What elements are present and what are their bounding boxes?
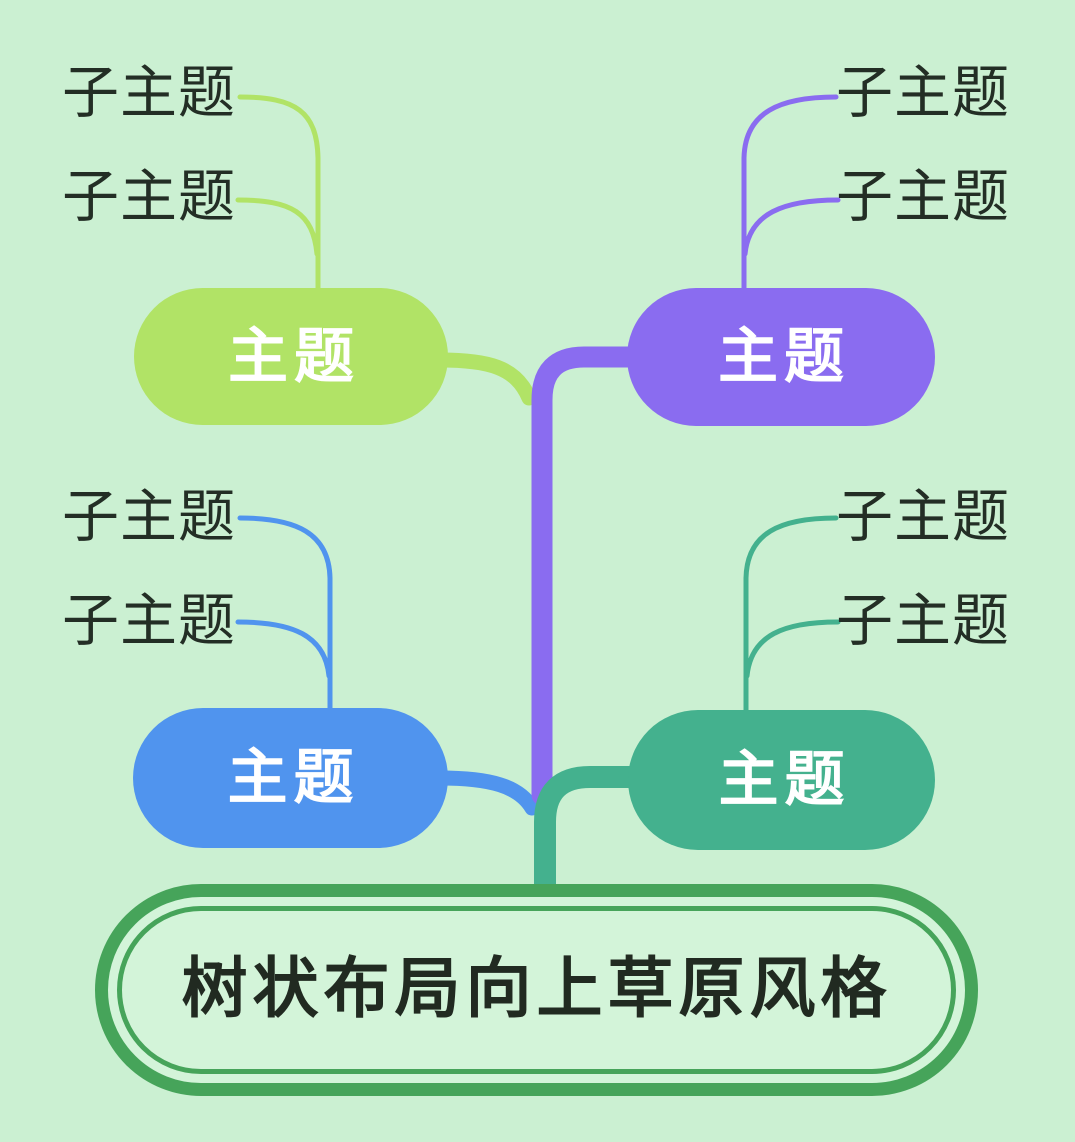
topic-label: 主题	[718, 747, 851, 813]
root-label: 树状布局向上草原风格	[181, 953, 892, 1026]
connector-subtopic-br-2	[744, 619, 841, 679]
topic-node-top-left[interactable]: 主题	[134, 288, 448, 425]
subtopic-top-right-2[interactable]: 子主题	[836, 166, 1010, 229]
topic-node-bottom-left[interactable]: 主题	[133, 708, 448, 848]
topic-label: 主题	[227, 745, 360, 811]
connector-subtopic-tl-1	[237, 94, 321, 298]
connector-subtopic-bl-2	[235, 619, 332, 679]
branch-topic-top-left	[432, 352, 537, 406]
trunk-lower	[534, 766, 651, 904]
subtopic-bottom-right-2[interactable]: 子主题	[836, 590, 1010, 653]
subtopic-bottom-left-1[interactable]: 子主题	[62, 486, 236, 549]
topic-node-bottom-right[interactable]: 主题	[628, 710, 935, 850]
topic-label: 主题	[228, 323, 360, 390]
topic-label: 主题	[718, 324, 850, 390]
connector-subtopic-tr-1	[741, 94, 839, 295]
topic-node-top-right[interactable]: 主题	[627, 288, 935, 426]
connector-subtopic-br-1	[743, 515, 839, 719]
connector-subtopic-bl-1	[237, 515, 333, 718]
subtopic-bottom-left-2[interactable]: 子主题	[62, 590, 236, 653]
subtopic-top-left-2[interactable]: 子主题	[62, 166, 236, 229]
subtopic-top-left-1[interactable]: 子主题	[62, 62, 236, 125]
root-node[interactable]: 树状布局向上草原风格	[95, 884, 978, 1096]
subtopic-bottom-right-1[interactable]: 子主题	[836, 486, 1010, 549]
trunk-upper	[531, 346, 651, 806]
connector-subtopic-tr-2	[742, 197, 841, 257]
connector-subtopic-tl-2	[235, 197, 320, 257]
branch-topic-bottom-left	[432, 770, 540, 816]
subtopic-top-right-1[interactable]: 子主题	[836, 62, 1010, 125]
